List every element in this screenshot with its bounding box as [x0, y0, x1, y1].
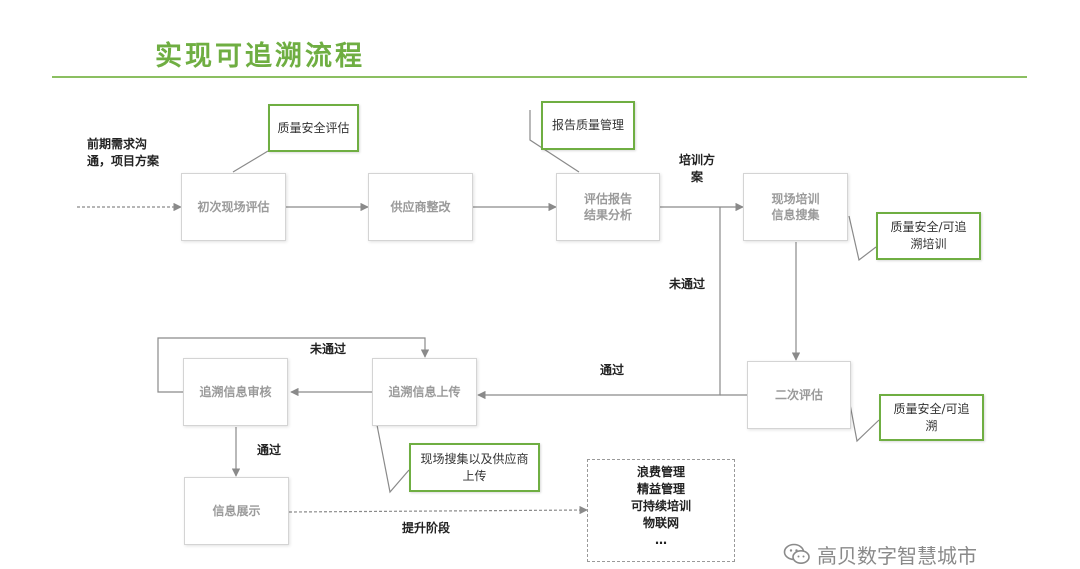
label-not-passed-loop: 未通过 [310, 342, 347, 356]
title-divider [52, 76, 1027, 78]
callout-qs-trace [848, 398, 880, 443]
step-onsite-training: 现场培训信息搜集 [743, 173, 848, 241]
note-report-quality-mgmt: 报告质量管理 [541, 101, 635, 150]
watermark-text: 高贝数字智慧城市 [817, 543, 977, 568]
note-quality-safety-eval: 质量安全评估 [268, 104, 359, 152]
note-qs-trace: 质量安全/可追溯 [879, 394, 984, 441]
note-qs-trace-training: 质量安全/可追溯培训 [876, 212, 981, 260]
outcome-item: … [655, 533, 667, 547]
step-trace-upload: 追溯信息上传 [372, 358, 477, 426]
step-report-analysis: 评估报告结果分析 [556, 173, 660, 241]
note-report-quality-mgmt-text: 报告质量管理 [552, 118, 625, 132]
page-title: 实现可追溯流程 [155, 41, 365, 72]
step-trace-upload-label: 追溯信息上传 [388, 385, 461, 399]
step-initial-assessment: 初次现场评估 [181, 173, 286, 241]
step-trace-review-label: 追溯信息审核 [199, 385, 272, 399]
label-prior-communication: 前期需求沟通，项目方案 [87, 137, 160, 168]
step-second-assessment: 二次评估 [747, 361, 851, 429]
wechat-icon [783, 543, 810, 564]
callout-report-quality-mgmt [529, 110, 580, 173]
label-training-plan: 培训方案 [678, 153, 715, 184]
step-report-analysis-label: 评估报告结果分析 [583, 192, 632, 222]
note-quality-safety-eval-text: 质量安全评估 [277, 120, 350, 135]
outcome-item: 精益管理 [636, 482, 685, 496]
note-onsite-collect-upload: 现场搜集以及供应商上传 [409, 443, 540, 492]
callout-quality-safety-eval [232, 150, 269, 173]
step-trace-review: 追溯信息审核 [183, 358, 288, 426]
label-not-passed-right: 未通过 [669, 277, 706, 291]
step-info-display: 信息展示 [184, 477, 289, 545]
label-upgrade-stage: 提升阶段 [402, 521, 451, 535]
outcome-item: 浪费管理 [636, 465, 685, 479]
callout-qs-trace-training [848, 215, 877, 262]
note-qs-trace-text: 质量安全/可追溯 [893, 401, 970, 433]
step-supplier-rectify-label: 供应商整改 [390, 200, 451, 214]
step-second-assessment-label: 二次评估 [774, 388, 823, 402]
step-initial-assessment-label: 初次现场评估 [197, 200, 270, 214]
label-passed-down: 通过 [257, 443, 282, 457]
arrow-review-failed-loop [157, 337, 430, 393]
label-passed-right: 通过 [600, 363, 625, 377]
step-info-display-label: 信息展示 [212, 504, 261, 518]
note-qs-trace-training-text: 质量安全/可追溯培训 [890, 220, 967, 251]
outcome-item: 物联网 [642, 516, 679, 530]
arrow-display-to-outcomes [288, 505, 588, 515]
callout-onsite-upload [376, 424, 410, 494]
outcome-item: 可持续培训 [630, 499, 691, 513]
watermark: 高贝数字智慧城市 [783, 540, 977, 568]
note-onsite-collect-upload-text: 现场搜集以及供应商上传 [420, 451, 529, 483]
step-onsite-training-label: 现场培训信息搜集 [771, 192, 820, 222]
step-supplier-rectify: 供应商整改 [368, 173, 473, 241]
outcomes-box: 浪费管理 精益管理 可持续培训 物联网 … [587, 459, 735, 562]
